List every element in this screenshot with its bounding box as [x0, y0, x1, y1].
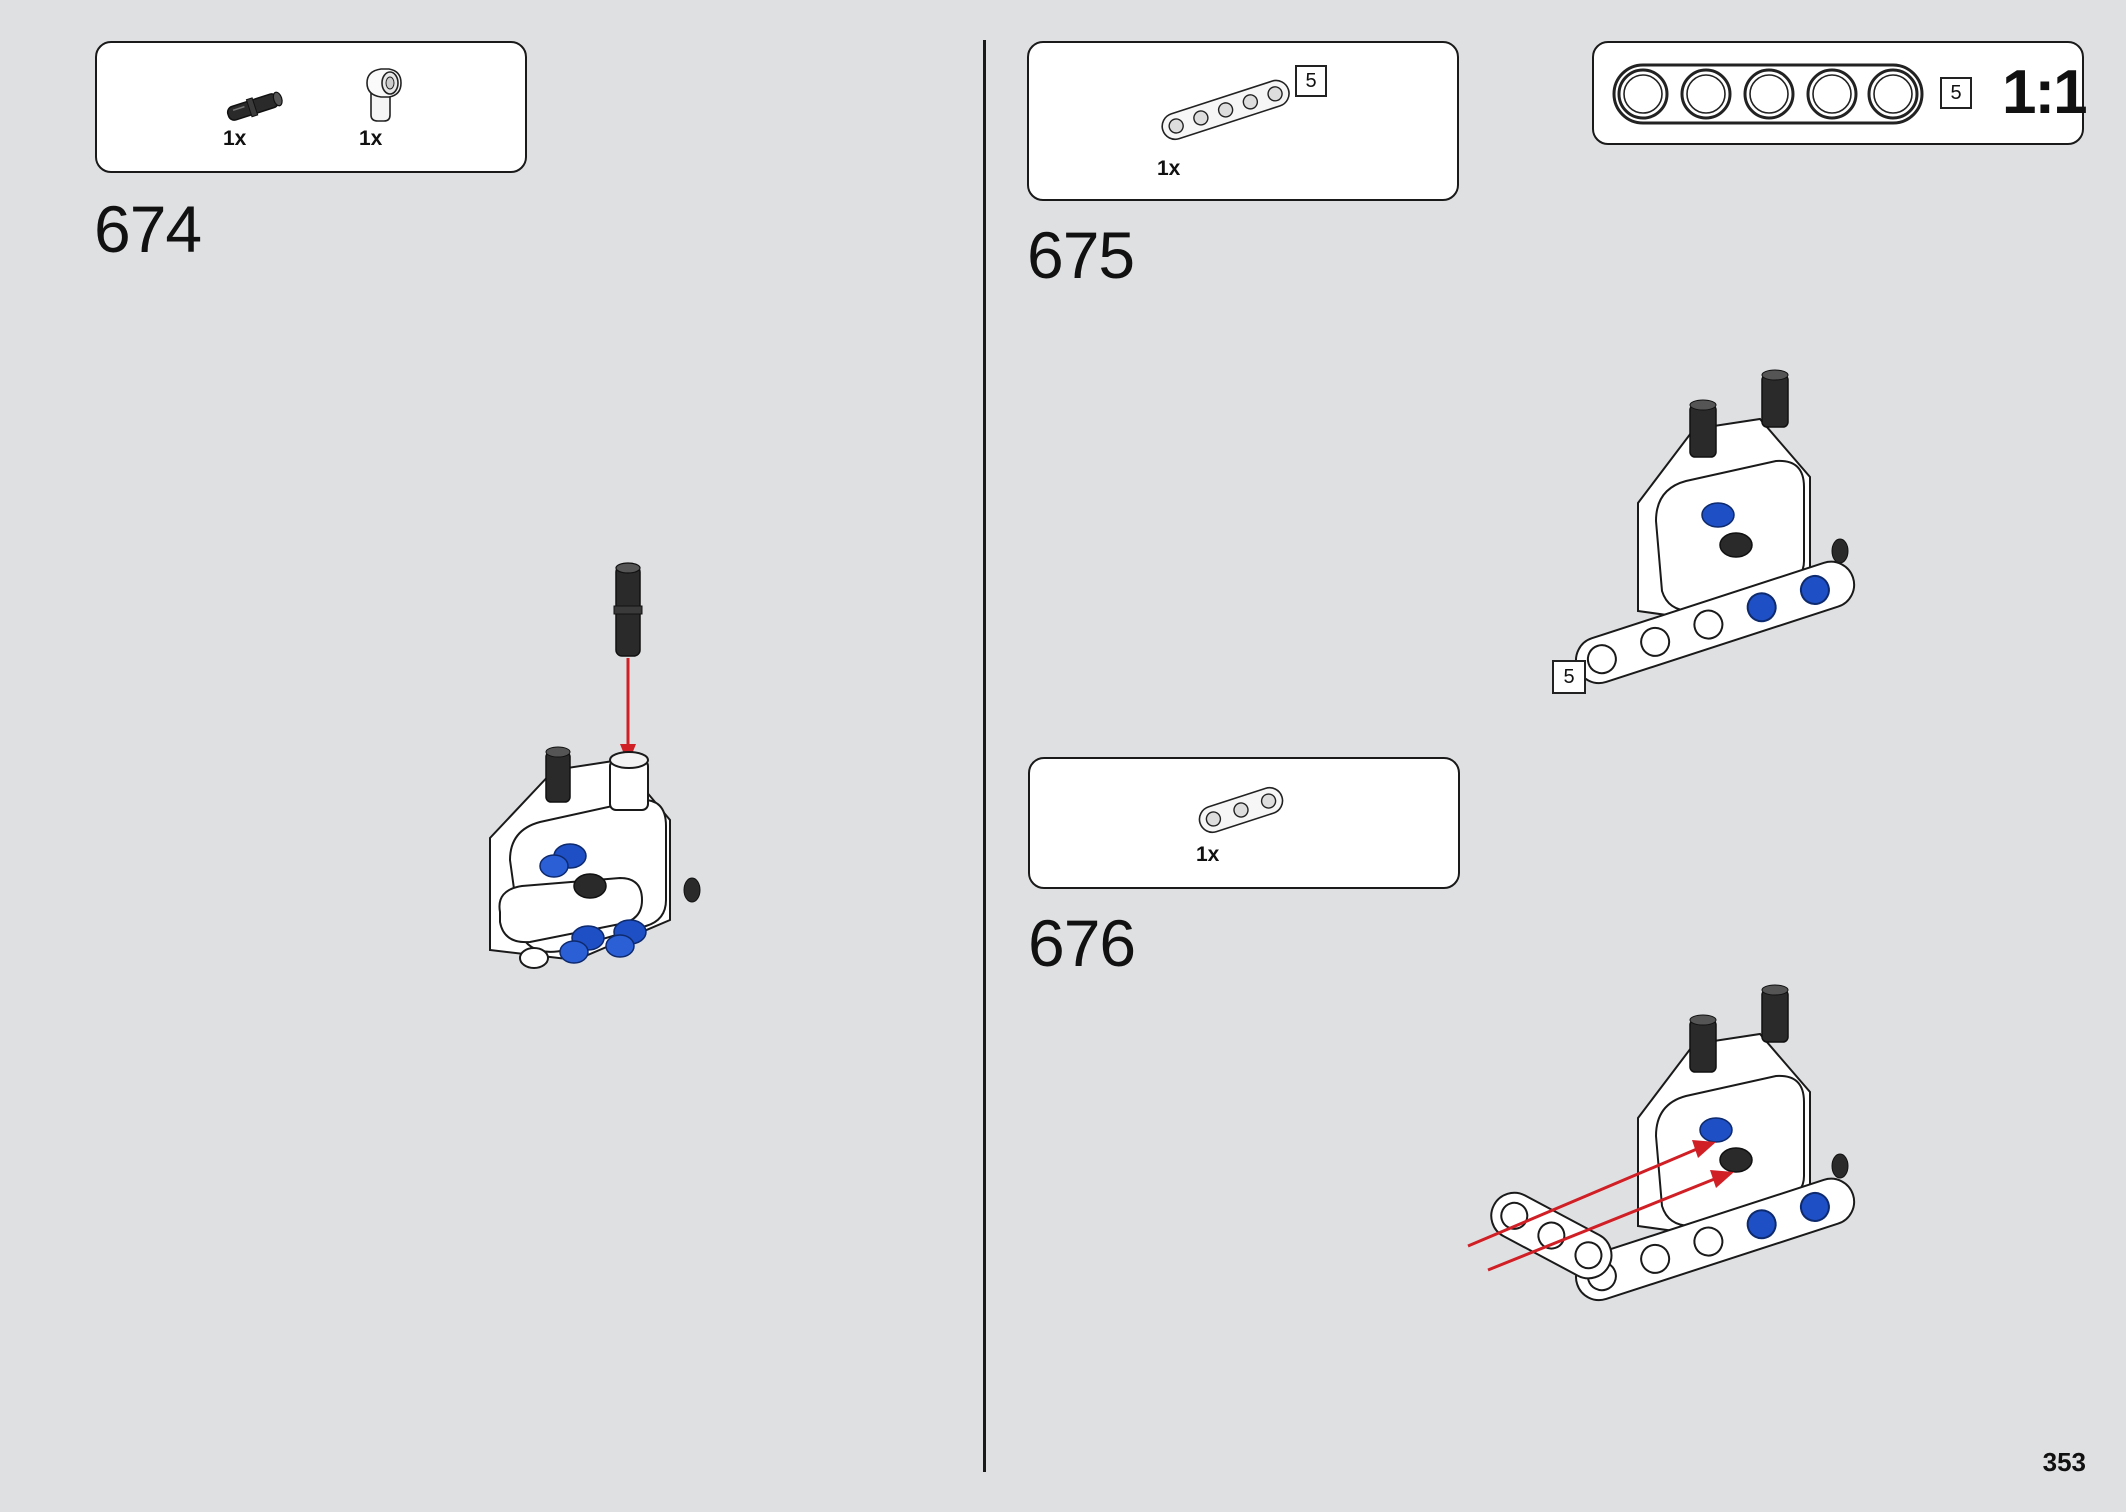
parts-callout-674: 1x 1x [95, 41, 527, 173]
step-number-676: 676 [1028, 906, 1136, 980]
page-number: 353 [2042, 1447, 2086, 1477]
assembly-length-tag: 5 [1552, 660, 1586, 694]
part-quantity: 1x [223, 127, 247, 150]
part-quantity: 1x [1196, 843, 1220, 866]
parts-callout-676: 1x [1028, 757, 1460, 889]
step-674-assembly-illustration [489, 562, 701, 969]
step-number-675: 675 [1027, 218, 1135, 292]
black-friction-pin-icon [226, 91, 283, 121]
scale-label: 1:1 [2002, 58, 2088, 127]
white-axle-pin-connector-icon [366, 68, 402, 122]
part-quantity: 1x [359, 127, 383, 150]
beam-5-scale-icon [1612, 63, 1924, 125]
beam-length-tag: 5 [1940, 77, 1972, 109]
white-beam-5-icon [1161, 79, 1290, 141]
scale-reference-box: 5 1:1 [1592, 41, 2088, 145]
parts-callout-675: 5 1x [1027, 41, 1459, 201]
beam-length-tag: 5 [1295, 65, 1327, 97]
step-number-674: 674 [94, 192, 202, 266]
step-676-assembly-illustration [1467, 984, 1856, 1302]
white-beam-3-icon [1198, 786, 1284, 834]
part-quantity: 1x [1157, 157, 1181, 180]
page-divider [983, 40, 986, 1472]
step-675-assembly-illustration [1575, 369, 1856, 685]
